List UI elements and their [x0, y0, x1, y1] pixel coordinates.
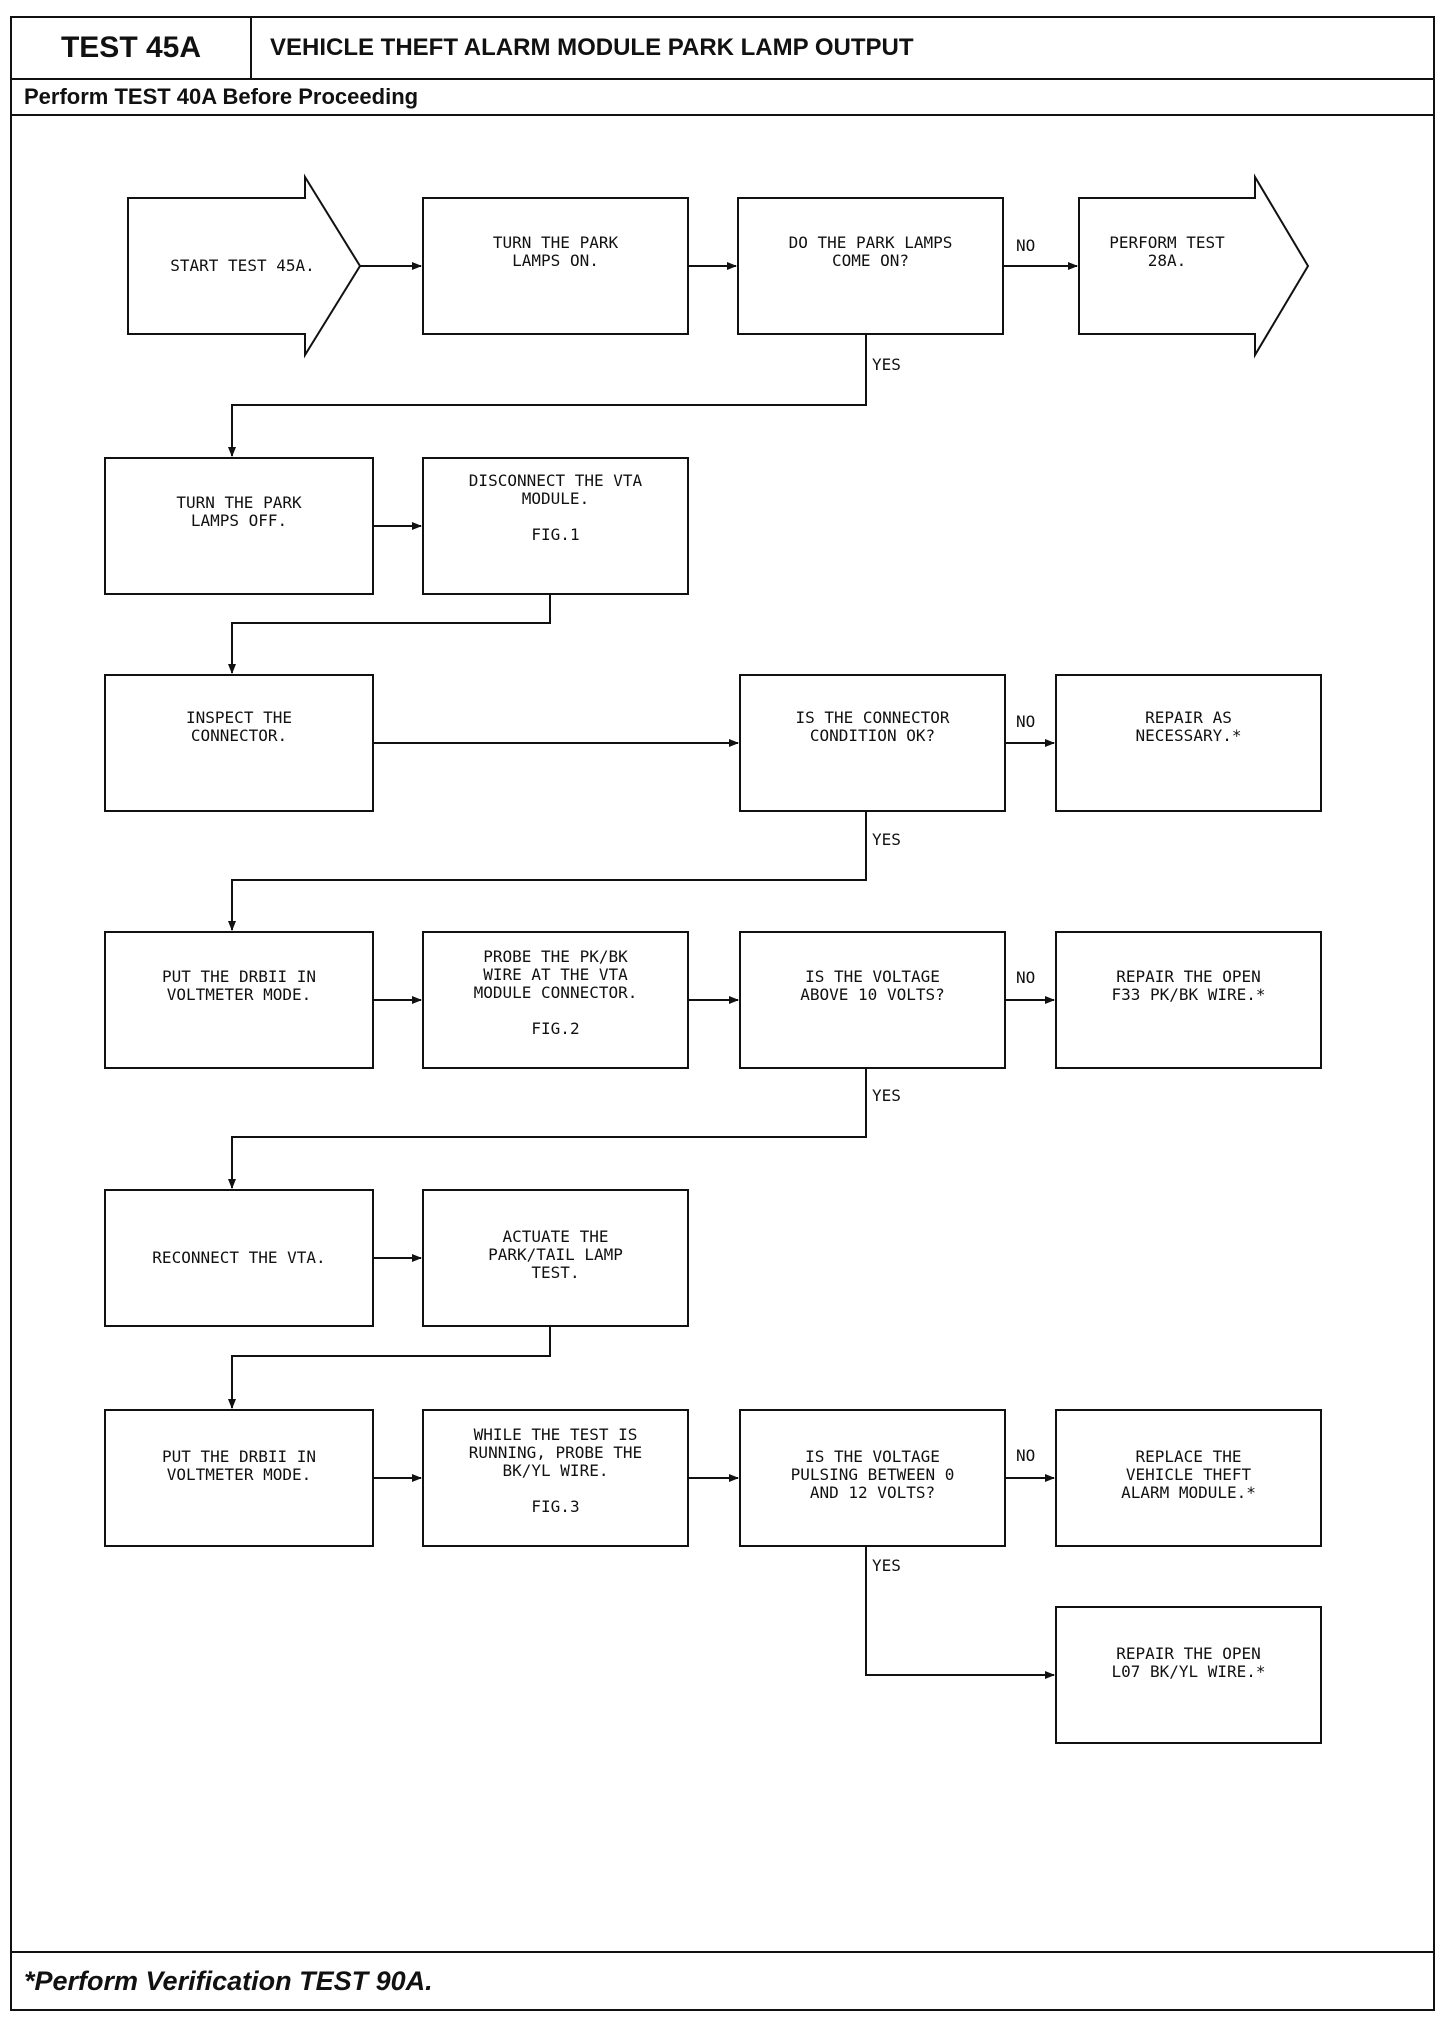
label-yes-connector: YES	[872, 830, 901, 849]
header-bar: TEST 45A VEHICLE THEFT ALARM MODULE PARK…	[12, 18, 1433, 80]
label-yes-lamps: YES	[872, 355, 901, 374]
node-q-lamps: DO THE PARK LAMPS COME ON?	[788, 233, 953, 270]
edge-q-lamps-yes	[228, 334, 867, 457]
node-turn-on: TURN THE PARK LAMPS ON.	[492, 233, 619, 270]
edge-q-pulsing-yes	[865, 1546, 1055, 1679]
node-start-shape	[127, 173, 362, 359]
node-repair-nec: REPAIR AS NECESSARY.*	[1135, 708, 1242, 745]
label-no-pulsing: NO	[1016, 1446, 1036, 1465]
node-repair-l07-shape	[1055, 1606, 1322, 1744]
node-drbii-1: PUT THE DRBII IN VOLTMETER MODE.	[161, 967, 317, 1004]
test-sheet: TEST 45A VEHICLE THEFT ALARM MODULE PARK…	[10, 16, 1435, 2011]
node-inspect: INSPECT THE CONNECTOR.	[186, 708, 292, 745]
node-repair-l07: REPAIR THE OPEN L07 BK/YL WIRE.*	[1111, 1644, 1266, 1681]
label-no-voltage: NO	[1016, 968, 1036, 987]
label-no-lamps: NO	[1016, 236, 1036, 255]
node-turn-off: TURN THE PARK LAMPS OFF.	[176, 493, 302, 530]
test-id: TEST 45A	[12, 18, 252, 78]
node-replace-vta: REPLACE THE VEHICLE THEFT ALARM MODULE.*	[1121, 1447, 1256, 1502]
node-q-pulsing: IS THE VOLTAGE PULSING BETWEEN 0 AND 12 …	[790, 1447, 955, 1502]
node-perform-28a: PERFORM TEST 28A.	[1109, 233, 1225, 270]
edge-q-connector-yes	[228, 811, 867, 931]
node-perform-28a-shape	[1078, 173, 1310, 359]
test-title: VEHICLE THEFT ALARM MODULE PARK LAMP OUT…	[270, 34, 914, 61]
label-yes-pulsing: YES	[872, 1556, 901, 1575]
node-replace-vta-shape	[1055, 1409, 1322, 1547]
node-actuate-shape	[422, 1189, 689, 1327]
label-yes-voltage: YES	[872, 1086, 901, 1105]
label-no-connector: NO	[1016, 712, 1036, 731]
edge-disconnect-inspect	[228, 594, 551, 674]
edge-actuate-drbii-2	[228, 1326, 551, 1409]
node-while-test: WHILE THE TEST IS RUNNING, PROBE THE BK/…	[468, 1425, 643, 1516]
node-repair-f33: REPAIR THE OPEN F33 PK/BK WIRE.*	[1111, 967, 1266, 1004]
prerequisite-note: Perform TEST 40A Before Proceeding	[12, 80, 1433, 116]
node-actuate: ACTUATE THE PARK/TAIL LAMP TEST.	[488, 1227, 623, 1282]
node-probe-pk: PROBE THE PK/BK WIRE AT THE VTA MODULE C…	[473, 947, 638, 1038]
node-q-voltage: IS THE VOLTAGE ABOVE 10 VOLTS?	[800, 967, 945, 1004]
node-q-connector: IS THE CONNECTOR CONDITION OK?	[795, 708, 950, 745]
node-drbii-2: PUT THE DRBII IN VOLTMETER MODE.	[161, 1447, 317, 1484]
edge-q-voltage-yes	[228, 1068, 867, 1189]
node-disconnect-shape	[422, 457, 689, 595]
node-reconnect: RECONNECT THE VTA.	[152, 1248, 326, 1267]
verification-note: *Perform Verification TEST 90A.	[12, 1951, 1433, 2009]
node-repair-f33-shape	[1055, 931, 1322, 1069]
node-repair-nec-shape	[1055, 674, 1322, 812]
node-start: START TEST 45A.	[170, 256, 315, 275]
node-disconnect: DISCONNECT THE VTA MODULE. FIG.1	[468, 471, 643, 544]
